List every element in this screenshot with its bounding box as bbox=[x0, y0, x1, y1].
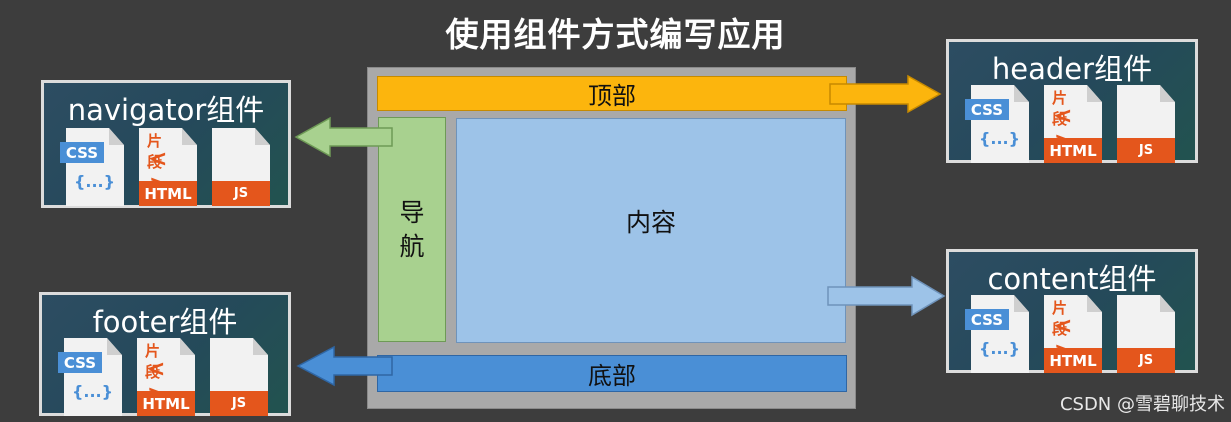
nav-region-label: 导航 bbox=[399, 197, 425, 261]
header-region-label: 顶部 bbox=[588, 82, 636, 110]
watermark: CSDN @雪碧聊技术 bbox=[1059, 394, 1225, 415]
navigator-component-card: navigator组件 CSS {...} 片段 < > HTML JS bbox=[41, 80, 291, 208]
footer-component-title: footer组件 bbox=[92, 305, 238, 339]
header-component-card: header组件 CSS {...} 片段 < > HTML JS bbox=[946, 39, 1198, 163]
content-arrow bbox=[827, 275, 946, 317]
content-region: 内容 bbox=[456, 118, 846, 343]
header-component-title: header组件 bbox=[991, 52, 1153, 86]
content-component-card: content组件 CSS {...} 片段 < > HTML JS bbox=[946, 249, 1198, 373]
nav-arrow bbox=[294, 116, 393, 158]
navigator-component-title: navigator组件 bbox=[67, 93, 265, 127]
content-region-label: 内容 bbox=[625, 207, 676, 237]
footer-region-label: 底部 bbox=[588, 362, 636, 390]
header-region: 顶部 bbox=[377, 76, 847, 111]
nav-region: 导航 bbox=[378, 117, 446, 342]
footer-arrow bbox=[296, 345, 393, 387]
diagram-title: 使用组件方式编写应用 bbox=[445, 15, 786, 54]
footer-component-card: footer组件 CSS {...} 片段 < > HTML JS bbox=[39, 292, 291, 416]
content-component-title: content组件 bbox=[987, 262, 1157, 296]
header-arrow bbox=[829, 74, 942, 114]
footer-region: 底部 bbox=[377, 355, 847, 392]
